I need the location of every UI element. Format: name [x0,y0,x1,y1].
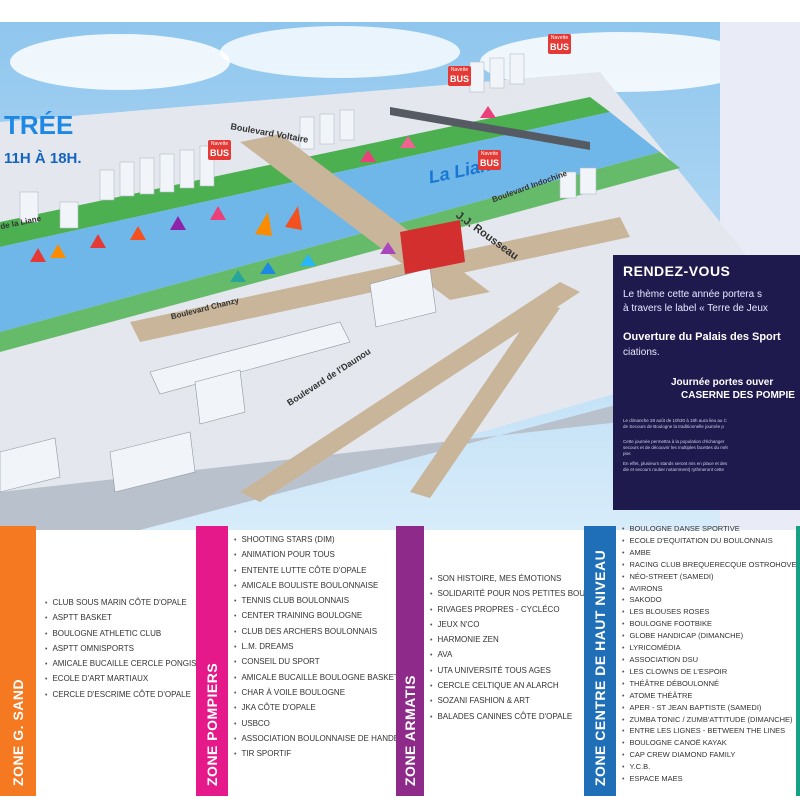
rendezvous-title: RENDEZ-VOUS [623,263,731,279]
zone-chn-banner: ZONE CENTRE DE HAUT NIVEAU [584,526,616,796]
rendezvous-body: de Secours de Boulogne la traditionnelle… [623,424,724,429]
list-item: ENTENTE LUTTE CÔTE D'OPALE [234,564,413,579]
list-item: ASSOCIATION DSU [622,655,797,667]
rendezvous-text: ciations. [623,347,660,358]
list-item: AVIRONS [622,584,797,596]
list-item: BOULOGNE ATHLETIC CLUB [45,627,207,642]
list-item: CERCLE CELTIQUE AN ALARCH [430,679,605,694]
list-item: JKA CÔTE D'OPALE [234,701,413,716]
list-item: ECOLE D'EQUITATION DU BOULONNAIS [622,536,797,548]
list-item: ASPTT BASKET [45,611,207,626]
list-item: USBCO [234,717,413,732]
list-item: LYRICOMÉDIA [622,643,797,655]
map-hours-fragment: 11H À 18H. [4,150,82,167]
list-item: ESPACE MAES [622,774,797,786]
zone-armatis-banner: ZONE ARMATIS [396,526,424,796]
map-title-fragment: TRÉE [4,110,74,140]
rendezvous-body: secours et de découvrir les multiples fa… [623,445,728,450]
rendezvous-text: à travers le label « Terre de Jeux [623,303,768,314]
list-item: HARMONIE ZEN [430,633,605,648]
list-item: TIR SPORTIF [234,747,413,762]
list-item: CONSEIL DU SPORT [234,655,413,670]
list-item: APER - ST JEAN BAPTISTE (SAMEDI) [622,703,797,715]
event-map: TRÉE 11H À 18H. La Liane Boulevard Volta… [0,22,800,530]
rendezvous-opening: Ouverture du Palais des Sport [623,331,781,343]
list-item: ASPTT OMNISPORTS [45,642,207,657]
zone-armatis-title: ZONE ARMATIS [402,675,418,786]
list-item: SAKODO [622,595,797,607]
list-item: CLUB DES ARCHERS BOULONNAIS [234,625,413,640]
list-item: SON HISTOIRE, MES ÉMOTIONS [430,572,605,587]
list-item: THÉÂTRE DÉBOULONNÉ [622,679,797,691]
list-item: CENTER TRAINING BOULOGNE [234,609,413,624]
list-item: SHOOTING STARS (DIM) [234,533,413,548]
list-item: TENNIS CLUB BOULONNAIS [234,594,413,609]
list-item: BOULOGNE CANOË KAYAK [622,738,797,750]
list-item: ATOME THÉÂTRE [622,691,797,703]
list-item: Y.C.B. [622,762,797,774]
list-item: BALADES CANINES CÔTE D'OPALE [430,710,605,725]
list-item: JEUX N'CO [430,618,605,633]
next-zone-edge [796,526,800,796]
top-frame [0,0,800,23]
zone-pompiers-banner: ZONE POMPIERS [196,526,228,796]
zone-gsand-list: CLUB SOUS MARIN CÔTE D'OPALE ASPTT BASKE… [45,596,207,703]
list-item: ASSOCIATION BOULONNAISE DE HANDBALL [234,732,413,747]
list-item: AVA [430,648,605,663]
rendezvous-text: Le thème cette année portera s [623,289,762,300]
list-item: ECOLE D'ART MARTIAUX [45,672,207,687]
zone-gsand-banner: ZONE G. SAND [0,526,36,796]
zone-chn-title: ZONE CENTRE DE HAUT NIVEAU [592,549,608,786]
zone-gsand-title: ZONE G. SAND [10,678,26,786]
list-item: CLUB SOUS MARIN CÔTE D'OPALE [45,596,207,611]
rendezvous-body: En effet, plusieurs stands seront mis en… [623,461,728,466]
list-item: AMICALE BUCAILLE CERCLE PONGISTE [45,657,206,672]
list-item: ANIMATION POUR TOUS [234,548,413,563]
list-item: CERCLE D'ESCRIME CÔTE D'OPALE [45,688,207,703]
list-item: ZUMBA TONIC / ZUMB'ATTITUDE (DIMANCHE) [622,715,797,727]
zone-chn-list: BOULOGNE DANSE SPORTIVE ECOLE D'EQUITATI… [622,524,797,786]
list-item: AMICALE BOULISTE BOULONNAISE [234,579,413,594]
list-item: SOLIDARITÉ POUR NOS PETITES BOULLES [430,587,604,602]
list-item: CAP CREW DIAMOND FAMILY [622,750,797,762]
bottom-frame [0,796,800,800]
open-day-subtitle: CASERNE DES POMPIE [681,390,795,401]
list-item: RIVAGES PROPRES - CYCLÉCO [430,603,605,618]
list-item: NÉO-STREET (SAMEDI) [622,572,797,584]
rendezvous-body: pier. [623,451,632,456]
list-item: ENTRE LES LIGNES - BETWEEN THE LINES [622,726,797,738]
zone-armatis-list: SON HISTOIRE, MES ÉMOTIONS SOLIDARITÉ PO… [430,572,605,725]
rendezvous-body: Le dimanche 28 août de 10h30 à 18h aura … [623,418,727,423]
list-item: AMBE [622,548,797,560]
zone-pompiers-title: ZONE POMPIERS [204,662,220,786]
rendezvous-body: die et secours routier notamment) rythme… [623,467,725,472]
list-item: L.M. DREAMS [234,640,413,655]
list-item: GLOBE HANDICAP (DIMANCHE) [622,631,797,643]
list-item: AMICALE BUCAILLE BOULOGNE BASKET [234,671,413,686]
list-item: CHAR À VOILE BOULOGNE [234,686,413,701]
list-item: BOULOGNE FOOTBIKE [622,619,797,631]
rendezvous-body: Cette journée permettra à la population … [623,439,725,444]
open-day-title: Journée portes ouver [671,377,774,388]
zone-pompiers-list: SHOOTING STARS (DIM) ANIMATION POUR TOUS… [234,533,413,762]
list-item: RACING CLUB BREQUERECQUE OSTROHOVE [622,560,796,572]
list-item: BOULOGNE DANSE SPORTIVE [622,524,797,536]
list-item: UTA UNIVERSITÉ TOUS AGES [430,664,605,679]
list-item: LES BLOUSES ROSES [622,607,797,619]
list-item: LES CLOWNS DE L'ESPOIR [622,667,797,679]
rendezvous-panel: RENDEZ-VOUS Le thème cette année portera… [613,255,800,510]
list-item: SOZANI FASHION & ART [430,694,605,709]
